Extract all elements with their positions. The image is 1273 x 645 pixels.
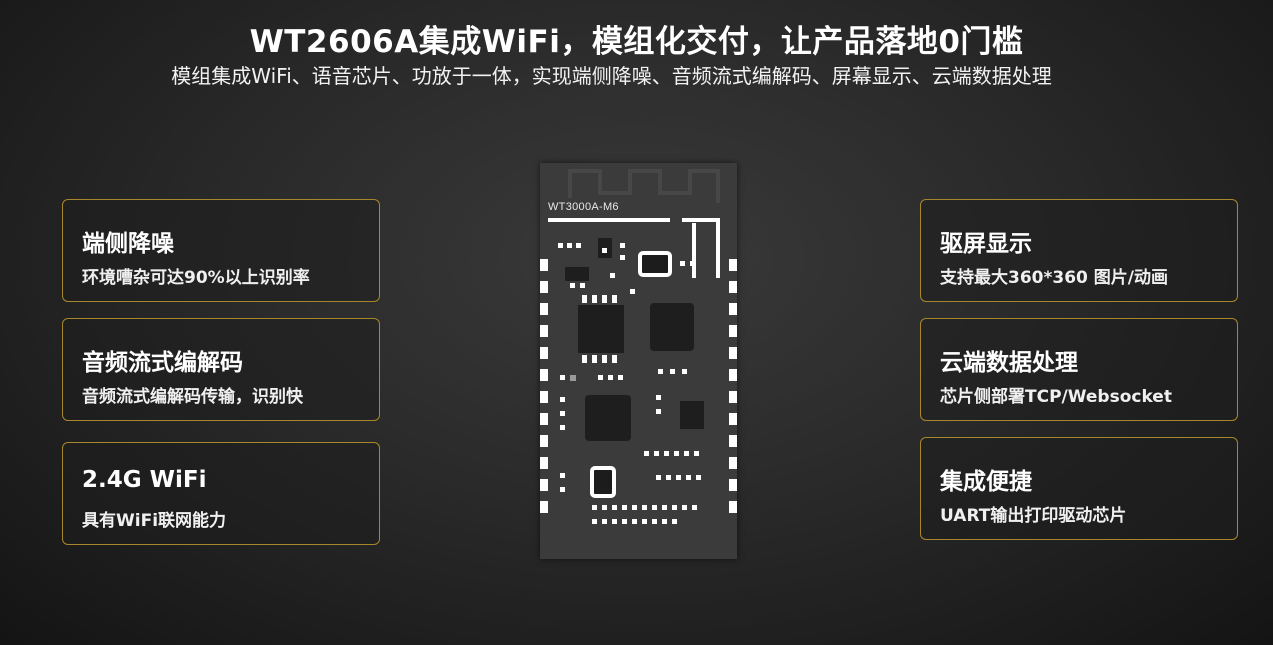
feature-desc: 具有WiFi联网能力	[82, 511, 227, 531]
feature-title: 云端数据处理	[940, 350, 1078, 376]
left-pads	[540, 259, 548, 513]
feature-desc: 芯片侧部署TCP/Websocket	[940, 387, 1172, 407]
crystal-top	[638, 251, 672, 277]
amplifier-chip	[680, 401, 704, 429]
audio-dsp-chip	[585, 395, 631, 441]
feature-title: 端侧降噪	[82, 231, 174, 257]
feature-desc: 环境嘈杂可达90%以上识别率	[82, 268, 310, 288]
flash-chip	[578, 295, 624, 363]
feature-desc: UART输出打印驱动芯片	[940, 506, 1127, 526]
wifi-soc-chip	[650, 303, 694, 351]
feature-card-cloud-processing: 云端数据处理 芯片侧部署TCP/Websocket	[920, 318, 1238, 421]
feature-card-screen-driver: 驱屏显示 支持最大360*360 图片/动画	[920, 199, 1238, 302]
feature-desc: 支持最大360*360 图片/动画	[940, 268, 1168, 288]
feature-title: 音频流式编解码	[82, 350, 243, 376]
feature-card-audio-codec: 音频流式编解码 音频流式编解码传输，识别快	[62, 318, 380, 421]
feature-card-easy-integration: 集成便捷 UART输出打印驱动芯片	[920, 437, 1238, 540]
antenna-trace	[568, 169, 720, 203]
antenna-keepout-line	[548, 218, 720, 278]
feature-title: 集成便捷	[940, 469, 1032, 495]
sot-chip	[565, 267, 589, 281]
feature-card-noise-reduction: 端侧降噪 环境嘈杂可达90%以上识别率	[62, 199, 380, 302]
feature-title: 2.4G WiFi	[82, 467, 207, 493]
module-pcb-drawing	[540, 169, 737, 524]
module-model-label: WT3000A-M6	[548, 201, 619, 213]
page-subtitle: 模组集成WiFi、语音芯片、功放于一体，实现端侧降噪、音频流式编解码、屏幕显示、…	[171, 64, 1052, 88]
feature-desc: 音频流式编解码传输，识别快	[82, 387, 303, 407]
right-pads	[729, 259, 737, 513]
page-title: WT2606A集成WiFi，模组化交付，让产品落地0门槛	[249, 24, 1024, 60]
feature-card-wifi: 2.4G WiFi 具有WiFi联网能力	[62, 442, 380, 545]
passive-components	[558, 243, 701, 524]
wifi-module-board: WT3000A-M6	[540, 163, 737, 559]
crystal-bottom	[590, 466, 616, 498]
feature-title: 驱屏显示	[940, 231, 1032, 257]
